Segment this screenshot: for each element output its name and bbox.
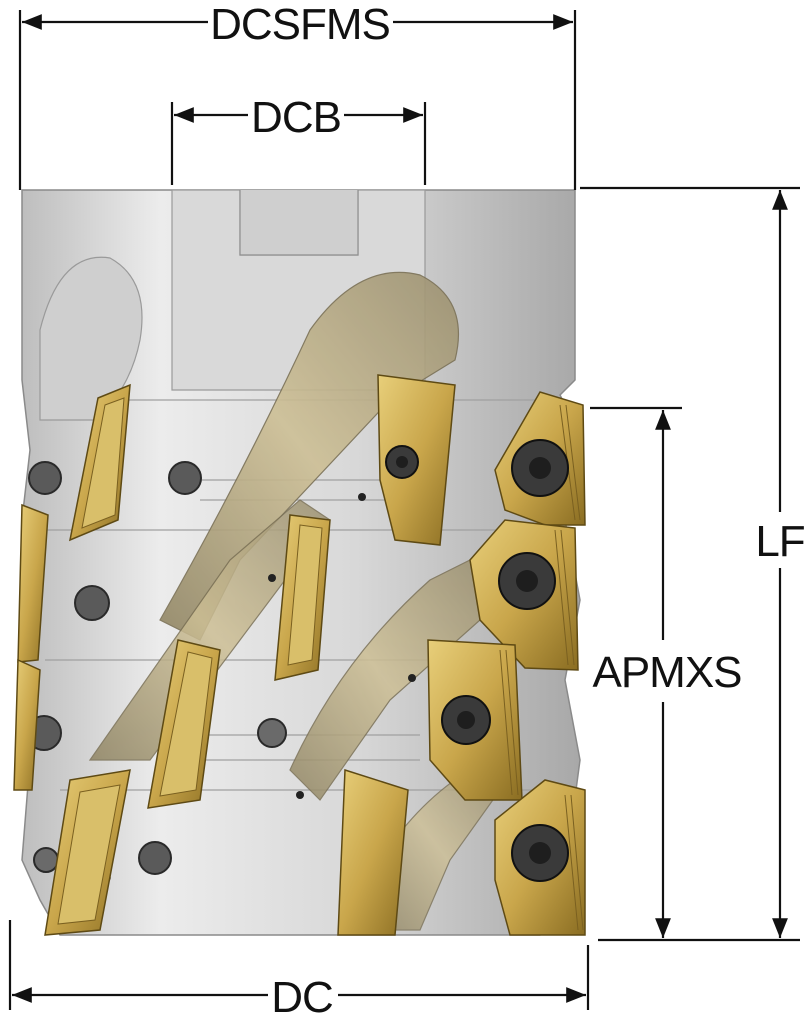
torx-screw bbox=[385, 439, 569, 882]
dimension-lines bbox=[8, 10, 800, 1010]
dc-label: DC bbox=[271, 973, 333, 1022]
cutting-insert bbox=[13, 374, 456, 936]
dcsfms-label: DCSFMS bbox=[210, 0, 390, 49]
lf-label: LF bbox=[755, 517, 804, 566]
dcb-label: DCB bbox=[251, 93, 341, 142]
apmxs-label: APMXS bbox=[592, 648, 741, 697]
